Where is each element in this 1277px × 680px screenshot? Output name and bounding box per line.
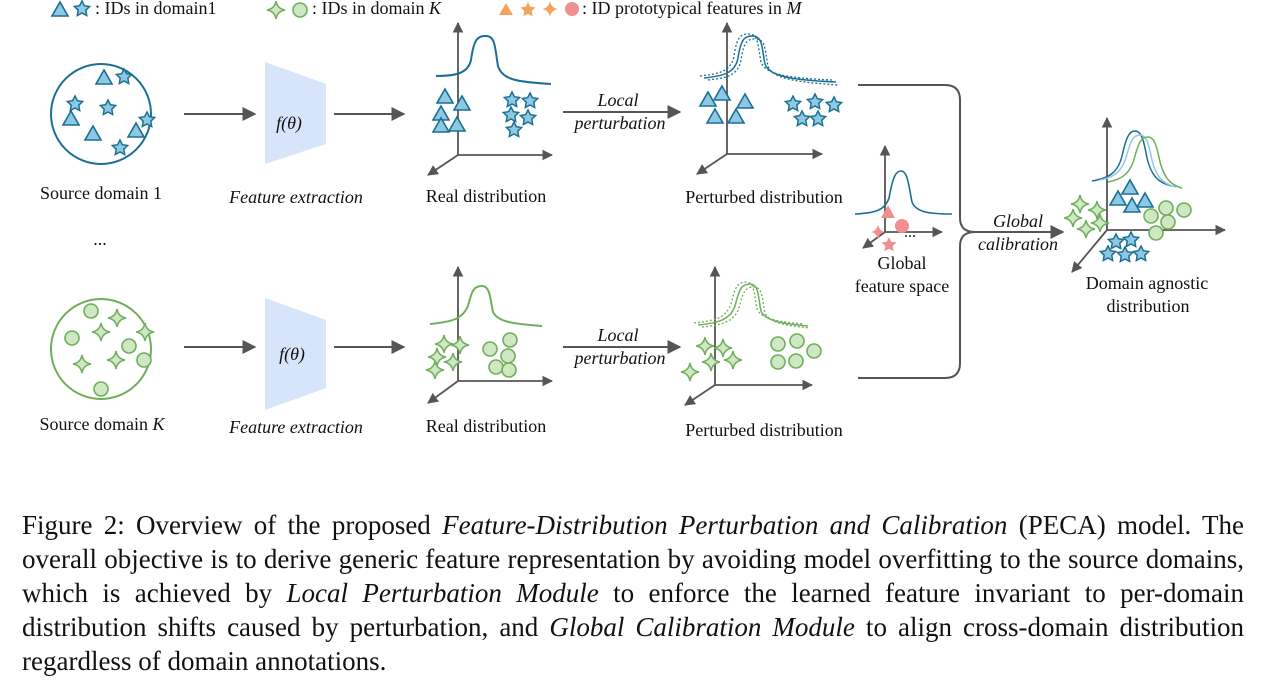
real-distribution-top-samples (432, 88, 539, 138)
legend: : IDs in domain1 : IDs in domain K : ID … (51, 0, 802, 20)
global-proto-sparkle-icon (871, 224, 885, 240)
real-distribution-bottom-curve (429, 284, 543, 327)
legend-proto-sparkle-icon (542, 1, 558, 17)
feature-extractor-top-shape (265, 62, 326, 164)
domain-agnostic-distribution: Domain agnostic distribution (1063, 116, 1227, 316)
feature-extraction-top-label: Feature extraction (228, 187, 363, 207)
legend-sparkle-icon (266, 0, 286, 20)
global-feature-space-label-2: feature space (855, 276, 949, 296)
perturbed-distribution-top-label: Perturbed distribution (685, 187, 842, 207)
perturbed-distribution-top-curves (699, 33, 839, 86)
source-domainK-circle (50, 298, 152, 400)
perturbed-distribution-bottom-axes (684, 265, 814, 406)
domain-agnostic-label-2: distribution (1106, 296, 1189, 316)
legend-star-icon (73, 0, 91, 17)
legend-proto-text: : ID prototypical features in M (582, 0, 802, 18)
domain-agnostic-label-1: Domain agnostic (1086, 273, 1208, 293)
legend-domain1-text: : IDs in domain1 (95, 0, 217, 18)
perturbed-distribution-bottom-curves (693, 281, 811, 329)
peca-overview-diagram: : IDs in domain1 : IDs in domain K : ID … (40, 0, 1227, 440)
global-proto-circle-icon (895, 219, 909, 233)
perturbed-distribution-bottom-label: Perturbed distribution (685, 420, 842, 440)
perturbed-distribution-bottom-samples (680, 333, 822, 382)
domains-ellipsis: ... (93, 229, 107, 249)
bottom-row: Source domain K f(θ) Feature extraction … (40, 265, 843, 440)
legend-circle-icon (292, 2, 308, 18)
f-theta-bottom: f(θ) (279, 344, 305, 365)
perturbation-top-label: perturbation (572, 113, 665, 133)
global-calibration-label-2: calibration (978, 234, 1058, 254)
legend-domainK-text: : IDs in domain K (312, 0, 442, 18)
source-domainK-label: Source domain K (40, 414, 166, 434)
figure-caption: Figure 2: Overview of the proposed Featu… (22, 510, 1244, 676)
perturbed-distribution-top-samples (699, 85, 843, 127)
global-feature-space-curve (854, 170, 953, 215)
merge-bracket-top (858, 84, 976, 233)
local-top-label: Local (596, 90, 638, 110)
source-domain1-samples (62, 68, 156, 156)
top-row: Source domain 1 f(θ) Feature extraction … (40, 21, 843, 207)
perturbed-distribution-top-axes (696, 21, 824, 175)
real-distribution-bottom-label: Real distribution (426, 416, 547, 436)
real-distribution-top-label: Real distribution (426, 186, 547, 206)
legend-proto-circle-icon (565, 2, 579, 16)
global-calibration-label-1: Global (993, 211, 1043, 231)
legend-proto-triangle-icon (499, 3, 513, 15)
global-space-ellipsis: ... (904, 224, 916, 241)
global-proto-star-icon (881, 237, 897, 252)
local-bottom-label: Local (596, 325, 638, 345)
feature-extractor-bottom-shape (265, 298, 326, 410)
perturbation-bottom-label: perturbation (572, 348, 665, 368)
real-distribution-bottom-axes (427, 265, 554, 404)
global-proto-triangle-icon (881, 205, 895, 218)
real-distribution-top-curve (435, 34, 552, 85)
feature-extraction-bottom-label: Feature extraction (228, 417, 363, 437)
global-feature-space-label-1: Global (878, 253, 927, 273)
source-domain1-label: Source domain 1 (40, 183, 162, 203)
real-distribution-bottom-samples (425, 332, 518, 380)
merge-bracket-bottom (858, 231, 976, 379)
f-theta-top: f(θ) (276, 113, 302, 134)
domain-agnostic-samples (1063, 179, 1192, 263)
domain-agnostic-curves (1091, 130, 1183, 189)
real-distribution-top-axes (427, 21, 554, 176)
legend-proto-star-icon (520, 2, 536, 17)
legend-triangle-icon (51, 1, 69, 17)
source-domain1-circle (50, 63, 152, 165)
global-feature-space: ... Global feature space (854, 144, 953, 296)
